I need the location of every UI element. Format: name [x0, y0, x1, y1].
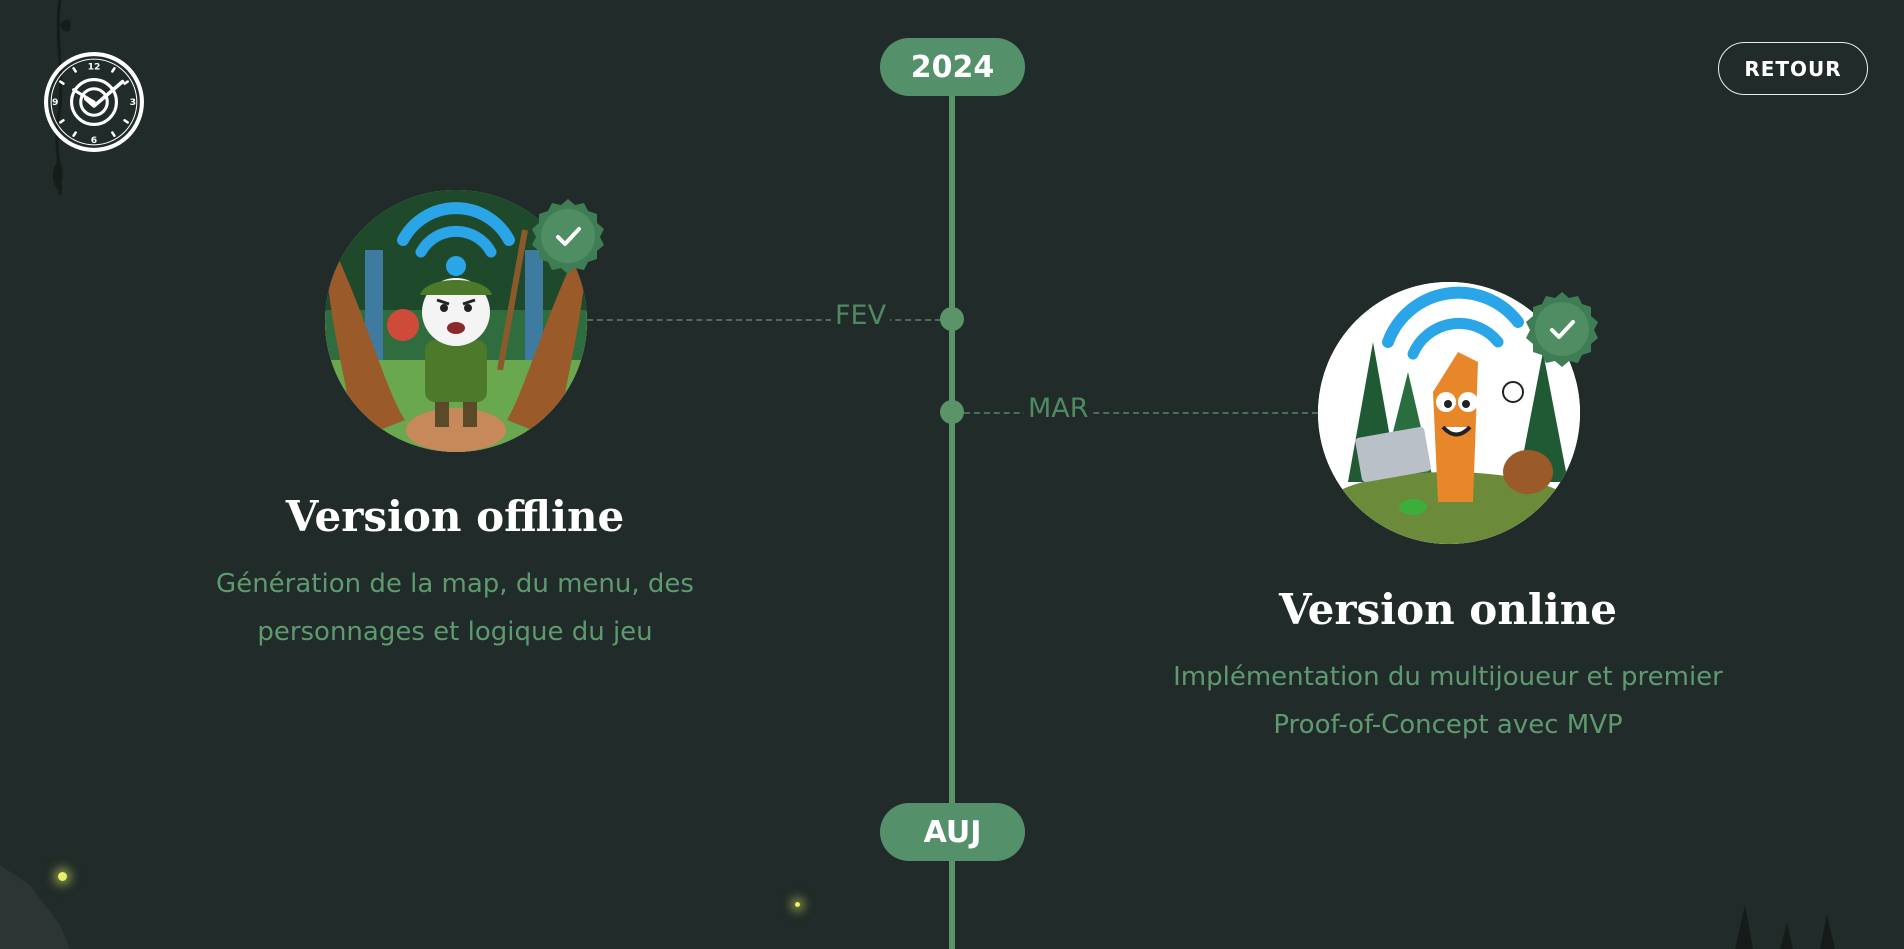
back-button[interactable]: RETOUR — [1718, 42, 1868, 95]
card-title-offline: Version offline — [285, 492, 625, 541]
month-label-fev: FEV — [831, 300, 891, 332]
svg-text:3: 3 — [130, 97, 136, 108]
connector-line-fev — [587, 319, 941, 321]
svg-text:6: 6 — [91, 135, 97, 146]
firefly-decoration — [795, 902, 800, 907]
card-description-online: Implémentation du multijoueur et premier… — [1173, 662, 1723, 740]
timeline-dot-fev — [940, 307, 964, 331]
month-label-mar: MAR — [1024, 393, 1093, 425]
rock-decoration — [0, 865, 70, 949]
card-title-online: Version online — [1278, 585, 1618, 634]
timeline-line — [949, 70, 955, 949]
tree-laptop-wifi-illustration — [1318, 282, 1580, 544]
check-badge-icon — [1526, 292, 1598, 367]
clock-logo-icon[interactable]: 12 3 6 9 — [43, 51, 145, 153]
svg-text:9: 9 — [52, 97, 58, 108]
firefly-decoration — [58, 872, 67, 881]
tree-silhouette-decoration — [1735, 905, 1835, 949]
timeline-start-year: 2024 — [880, 38, 1025, 96]
connector-line-mar — [964, 412, 1318, 414]
timeline-end-today: AUJ — [880, 803, 1025, 861]
timeline-dot-mar — [940, 400, 964, 424]
vine-decoration — [52, 0, 71, 196]
card-description-offline: Génération de la map, du menu, des perso… — [216, 569, 694, 647]
check-badge-icon — [532, 199, 604, 274]
svg-text:12: 12 — [88, 61, 101, 72]
